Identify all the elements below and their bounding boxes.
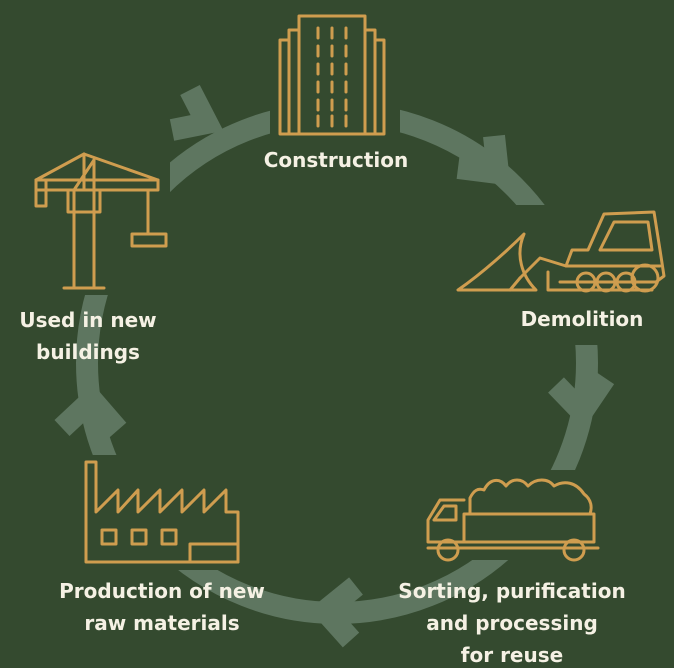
stage-label-line: Used in new <box>19 308 157 332</box>
building-icon <box>278 14 386 136</box>
arrow-head-icon <box>548 371 615 430</box>
stage-label-line: Production of new <box>59 579 265 603</box>
stage-label-construction: Construction <box>236 144 436 176</box>
arrow-head-icon <box>54 384 127 438</box>
stage-label-line: Sorting, purification <box>398 579 626 603</box>
stage-label-demolition: Demolition <box>500 303 664 335</box>
stage-label-line: raw materials <box>84 611 240 635</box>
stage-label-line: and processing <box>426 611 598 635</box>
stage-label-line: Demolition <box>520 307 644 331</box>
arrow-head-icon <box>309 577 363 648</box>
stage-label-sorting: Sorting, purification and processing for… <box>394 575 630 668</box>
stage-label-line: for reuse <box>460 643 564 667</box>
bulldozer-icon <box>456 210 666 293</box>
stage-label-line: Construction <box>263 148 409 172</box>
cycle-arrows <box>54 84 615 648</box>
dump-truck-icon <box>426 478 600 562</box>
arrow-head-icon <box>456 134 511 186</box>
arrow-head-icon <box>169 84 224 141</box>
stage-label-production: Production of new raw materials <box>52 575 272 639</box>
factory-icon <box>84 460 240 564</box>
stage-label-line: buildings <box>36 340 140 364</box>
stage-label-used-in-new-buildings: Used in new buildings <box>8 304 168 368</box>
crane-icon <box>34 152 168 290</box>
